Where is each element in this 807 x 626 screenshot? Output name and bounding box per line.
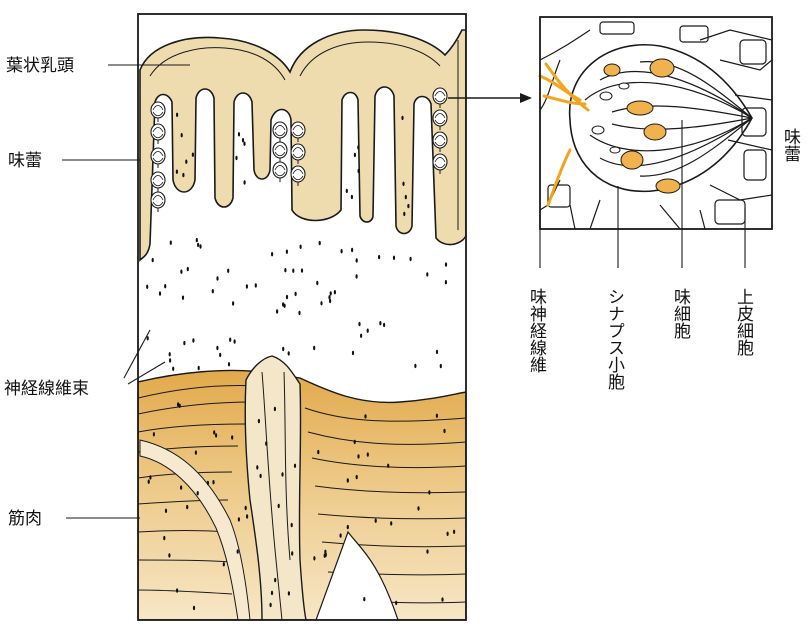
label-gustatory-nerve-fiber: 味神経線維 [526,288,547,373]
label-taste-cell: 味細胞 [670,288,691,340]
label-nerve-fiber-bundle: 神経線維束 [4,379,89,399]
label-muscle: 筋肉 [8,509,42,529]
label-taste-bud: 味蕾 [8,151,42,171]
tongue-section [138,14,466,620]
label-foliate-papillae: 葉状乳頭 [6,56,74,76]
label-synaptic-vesicle: シナプス小胞 [604,288,625,391]
taste-bud-inset [540,17,772,229]
label-inset-taste-bud: 味蕾 [780,128,801,162]
label-epithelial-cell: 上皮細胞 [733,288,754,357]
